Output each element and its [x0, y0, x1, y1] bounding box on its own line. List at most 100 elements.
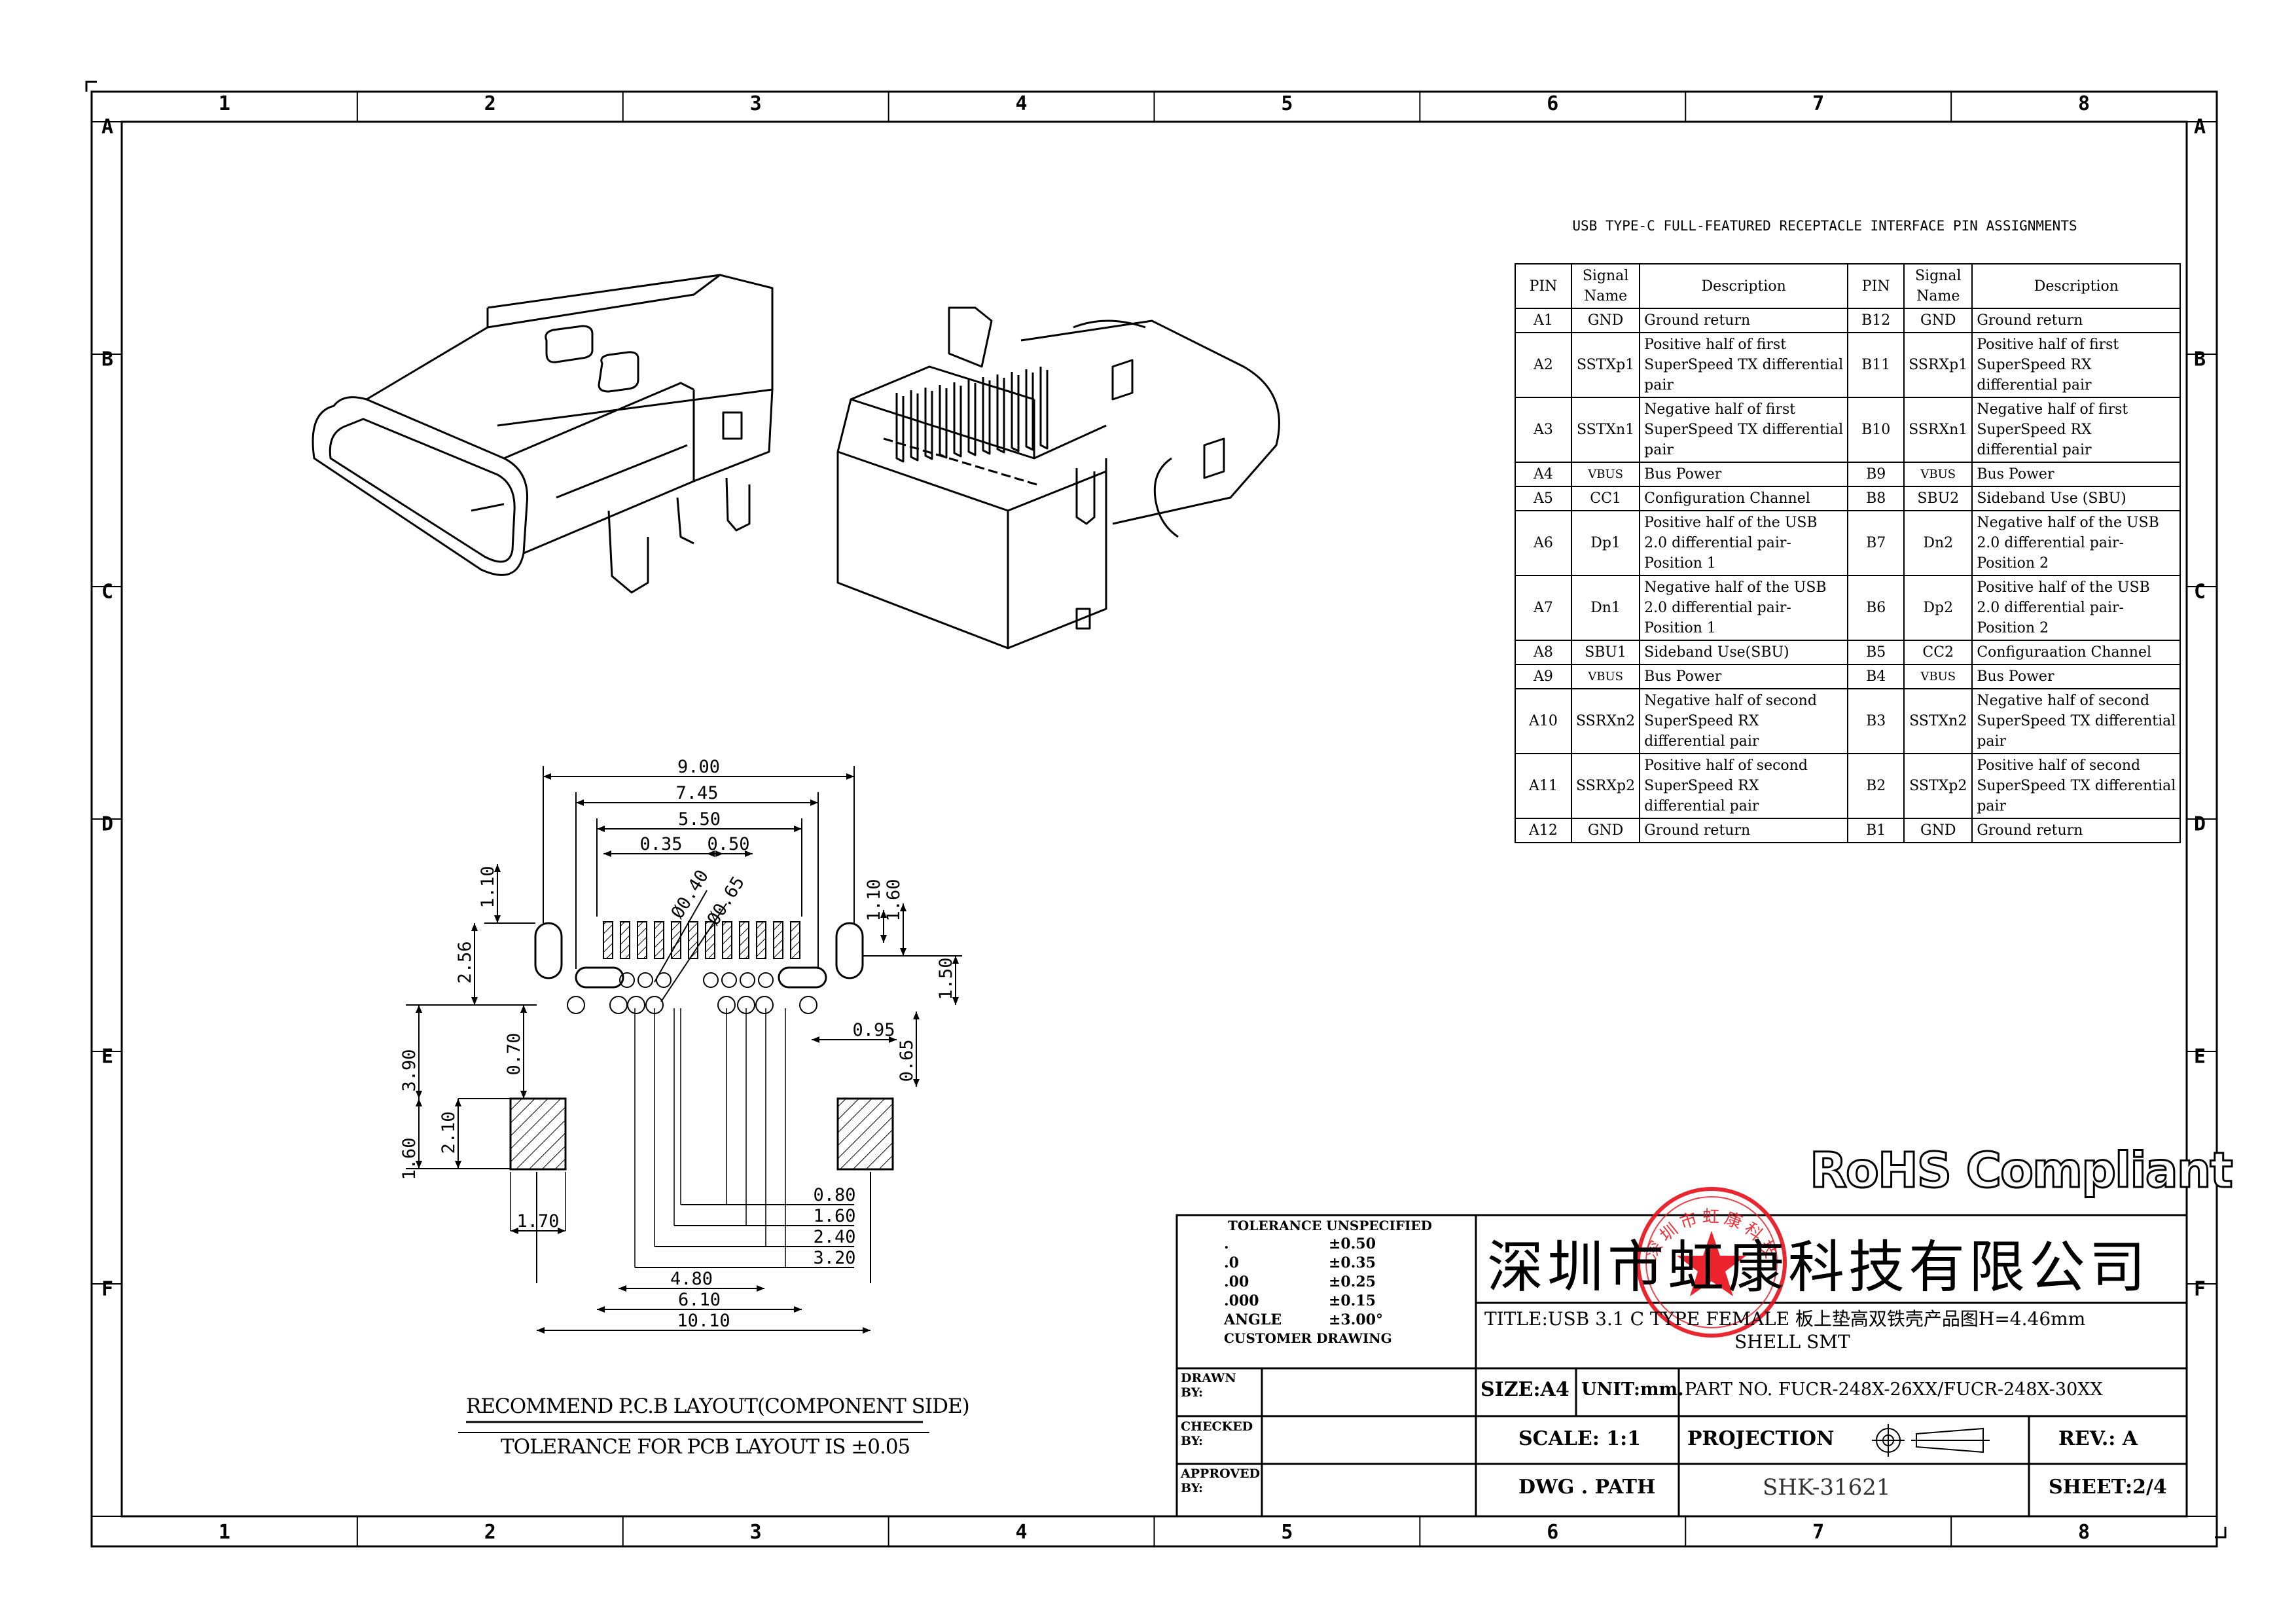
tolerance-row: .00 ±0.25	[1224, 1273, 1383, 1292]
drawing-number: SHK-31621	[1763, 1474, 1891, 1501]
smt-pad	[773, 921, 783, 959]
signal-cell: SSRXn1	[1903, 397, 1973, 463]
connector-pin	[910, 390, 919, 462]
via-hole	[703, 972, 719, 988]
description-cell: Ground return	[1639, 818, 1849, 843]
pin-cell: B12	[1847, 308, 1905, 333]
dim-right-1-10: 1.10	[864, 879, 884, 921]
frame-col-label-bottom: 5	[1281, 1521, 1293, 1544]
signal-cell: CC1	[1570, 486, 1641, 511]
frame-col-label-top: 7	[1812, 92, 1824, 115]
smt-pad	[654, 921, 664, 959]
pin-cell: A1	[1515, 308, 1572, 333]
through-hole	[609, 996, 628, 1014]
description-cell: Positive half of the USB 2.0 differentia…	[1639, 510, 1849, 576]
description-cell: Bus Power	[1971, 462, 2181, 487]
frame-col-label-top: 2	[484, 92, 496, 115]
description-cell: Negative half of second SuperSpeed RX di…	[1639, 688, 1849, 754]
tolerance-row: ANGLE±3.00°	[1224, 1311, 1383, 1330]
dim-right-0-95: 0.95	[852, 1020, 895, 1040]
dim-left-1-10: 1.10	[478, 866, 498, 908]
tolerance-key: .	[1224, 1235, 1229, 1252]
drawn-by-label: DRAWN BY:	[1181, 1371, 1236, 1400]
connector-pin	[967, 380, 977, 456]
description-cell: Positive half of second SuperSpeed TX di…	[1971, 753, 2181, 819]
signal-cell: SSTXn1	[1570, 397, 1641, 463]
signal-cell: VBUS	[1903, 664, 1973, 689]
signal-cell: SBU1	[1570, 640, 1641, 665]
drawing-title-line1: TITLE:USB 3.1 C TYPE FEMALE 板上垫高双铁壳产品图H=…	[1484, 1308, 2086, 1330]
dim-left-2-56: 2.56	[455, 941, 475, 983]
pin-row-tick	[935, 453, 946, 458]
pin-cell: B7	[1847, 510, 1905, 576]
pin-cell: A3	[1515, 397, 1572, 463]
description-cell: Negative half of second SuperSpeed TX di…	[1971, 688, 2181, 754]
frame-row-label-left: E	[101, 1046, 113, 1068]
dim-0-35: 0.35	[639, 834, 682, 854]
post-pin	[1075, 468, 1096, 525]
dim-0-80: 0.80	[813, 1185, 855, 1205]
pin-cell: B5	[1847, 640, 1905, 665]
pin-cell: B4	[1847, 664, 1905, 689]
dim-dia-0-65: Ø0.65	[704, 873, 749, 928]
description-cell: Ground return	[1971, 308, 2181, 333]
pin-row-tick	[975, 465, 985, 470]
frame-row-label-right: D	[2194, 813, 2206, 836]
description-cell: Negative half of the USB 2.0 differentia…	[1639, 575, 1849, 641]
description-cell: Configuration Channel	[1639, 486, 1849, 511]
frame-col-label-top: 1	[219, 92, 230, 115]
description-cell: Sideband Use (SBU)	[1971, 486, 2181, 511]
signal-cell: Dn2	[1903, 510, 1973, 576]
header-signal-a: Signal Name	[1570, 263, 1641, 309]
signal-cell: GND	[1903, 818, 1973, 843]
signal-cell: Dp1	[1570, 510, 1641, 576]
signal-cell: Dn1	[1570, 575, 1641, 641]
frame-row-label-right: A	[2194, 116, 2206, 139]
pin-cell: B6	[1847, 575, 1905, 641]
pin-cell: A9	[1515, 664, 1572, 689]
tolerance-value: ±0.25	[1329, 1273, 1376, 1290]
description-cell: Ground return	[1639, 308, 1849, 333]
pcb-layout-drawing	[406, 766, 962, 1334]
projection-label: PROJECTION	[1687, 1427, 1835, 1450]
frame-col-label-top: 6	[1547, 92, 1558, 115]
dim-3-20: 3.20	[813, 1248, 855, 1268]
dim-right-1-60: 1.60	[884, 879, 904, 921]
description-cell: Negative half of the USB 2.0 differentia…	[1971, 510, 2181, 576]
dim-4-80: 4.80	[670, 1269, 713, 1289]
unit-field: UNIT:mm.	[1581, 1379, 1684, 1400]
description-cell: Bus Power	[1639, 462, 1849, 487]
dimension-arrow	[880, 910, 887, 943]
leader-line	[660, 903, 727, 1002]
pcb-layout-caption: RECOMMEND P.C.B LAYOUT(COMPONENT SIDE)	[466, 1395, 970, 1418]
dim-7-45: 7.45	[675, 783, 718, 803]
frame-row-label-left: A	[101, 116, 113, 139]
tolerance-value: ±0.15	[1329, 1292, 1376, 1309]
revision-field: REV.: A	[2058, 1427, 2138, 1450]
frame-row-label-left: B	[101, 348, 113, 371]
signal-cell: GND	[1570, 818, 1641, 843]
size-field: SIZE:A4	[1480, 1378, 1570, 1401]
frame-row-label-left: C	[101, 581, 113, 604]
tolerance-key: .00	[1224, 1273, 1249, 1290]
pin-cell: B10	[1847, 397, 1905, 463]
pin-row-tick	[909, 445, 920, 450]
smt-pad	[790, 921, 800, 959]
dim-2-40: 2.40	[813, 1227, 855, 1247]
tolerance-key: ANGLE	[1224, 1311, 1282, 1328]
pcb-tolerance-note: TOLERANCE FOR PCB LAYOUT IS ±0.05	[501, 1435, 910, 1459]
frame-row-label-right: E	[2194, 1046, 2206, 1068]
connector-pin	[953, 382, 962, 458]
description-cell: Positive half of second SuperSpeed RX di…	[1639, 753, 1849, 819]
dim-right-1-50: 1.50	[936, 957, 956, 1000]
connector-pin	[982, 377, 991, 455]
signal-cell: CC2	[1903, 640, 1973, 665]
title-block	[1175, 1214, 2188, 1518]
dimension-arrow	[416, 1099, 422, 1169]
scale-field: SCALE: 1:1	[1518, 1427, 1641, 1450]
